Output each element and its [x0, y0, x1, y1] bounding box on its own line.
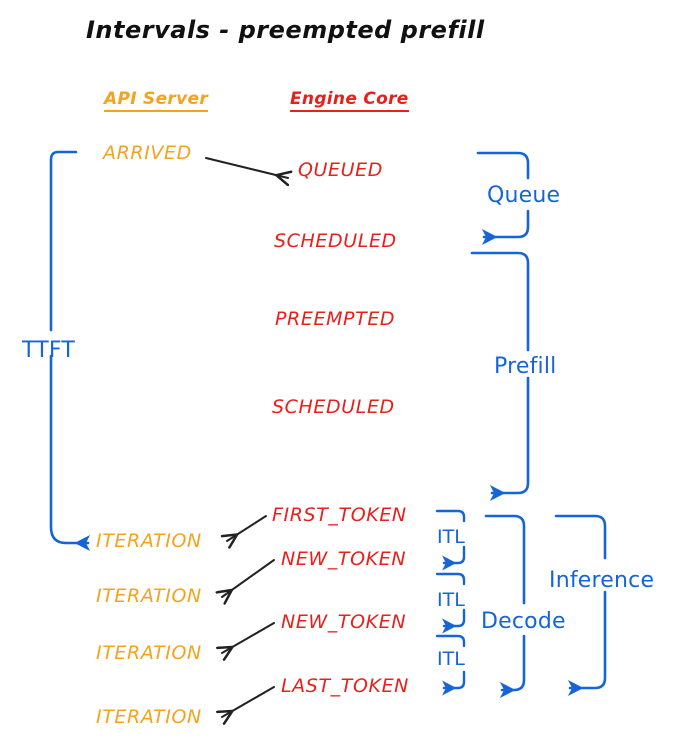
event-first-token: FIRST_TOKEN: [272, 504, 407, 526]
page-title: Intervals - preempted prefill: [86, 16, 485, 44]
column-header-api-server: API Server: [104, 89, 209, 112]
interval-label-queue: Queue: [487, 183, 561, 208]
arrow-first-token-to-iteration: [227, 515, 267, 541]
arrow-new-token-2-to-iteration: [222, 622, 275, 653]
event-iteration-2: ITERATION: [96, 585, 202, 607]
bracket-decode: [484, 514, 526, 699]
event-scheduled-1: SCHEDULED: [274, 230, 397, 252]
event-new-token-2: NEW_TOKEN: [281, 611, 407, 633]
arrow-new-token-1-to-iteration: [222, 559, 275, 597]
interval-label-ttft: TTFT: [22, 338, 75, 363]
column-header-engine-core-label: Engine Core: [290, 89, 409, 112]
interval-label-itl-3: ITL: [437, 648, 465, 670]
event-scheduled-2: SCHEDULED: [272, 396, 395, 418]
bracket-inference: [554, 514, 607, 697]
interval-label-decode: Decode: [481, 609, 566, 634]
arrow-arrived-to-queued: [205, 157, 288, 178]
event-new-token-1: NEW_TOKEN: [281, 548, 407, 570]
event-iteration-3: ITERATION: [96, 642, 202, 664]
event-iteration-4: ITERATION: [96, 706, 202, 728]
event-arrived: ARRIVED: [103, 142, 192, 164]
event-queued: QUEUED: [298, 159, 384, 181]
column-header-api-server-label: API Server: [104, 89, 209, 112]
interval-label-itl-2: ITL: [437, 589, 465, 611]
interval-label-itl-1: ITL: [437, 526, 465, 548]
event-last-token: LAST_TOKEN: [281, 675, 409, 697]
arrow-last-token-to-iteration: [222, 686, 275, 717]
column-header-engine-core: Engine Core: [290, 89, 409, 112]
event-iteration-1: ITERATION: [96, 530, 202, 552]
interval-label-inference: Inference: [549, 568, 655, 593]
interval-label-prefill: Prefill: [494, 354, 557, 379]
event-preempted: PREEMPTED: [275, 308, 396, 330]
